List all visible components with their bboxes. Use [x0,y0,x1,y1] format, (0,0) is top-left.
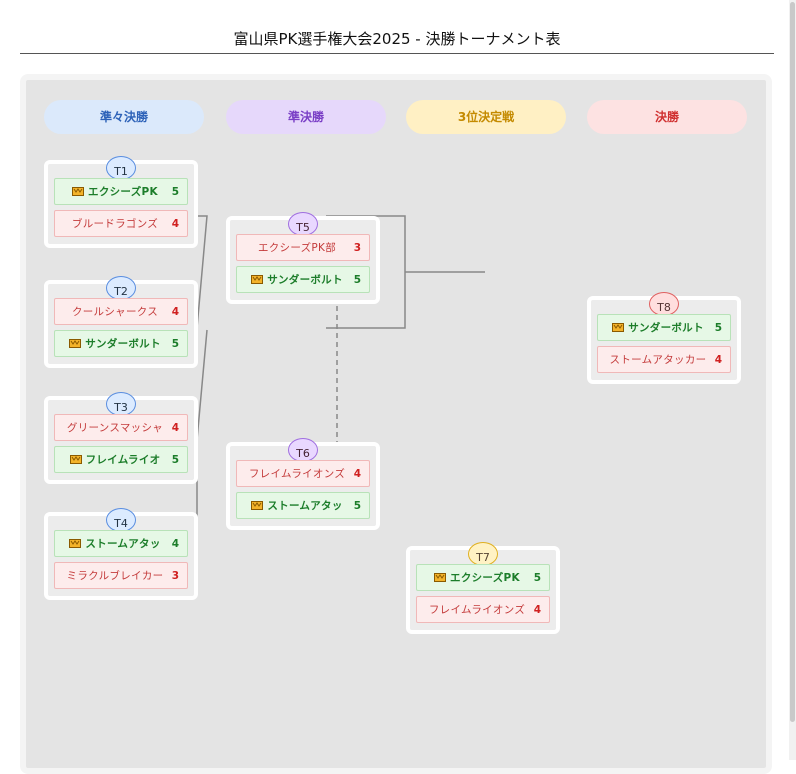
team-row-winner[interactable]: エクシーズPK 5 [416,564,550,591]
team-name: クールシャークス [71,306,159,318]
match-id-badge: T1 [106,156,136,180]
team-name: グリーンスマッシャ [66,422,164,434]
team-score: 4 [171,218,179,230]
match-id-badge: T6 [288,438,318,462]
match-card-t5[interactable]: T5 エクシーズPK部 3 サンダーボルト 5 [226,212,380,304]
match-id-badge: T3 [106,392,136,416]
match-id-badge: T4 [106,508,136,532]
team-name: フレイムライオ [85,454,161,466]
team-row-winner[interactable]: サンダーボルト 5 [236,266,370,293]
team-row-winner[interactable]: ストームアタッ 5 [236,492,370,519]
team-score: 5 [171,454,179,466]
crown-icon [251,501,264,510]
round-header-semifinal: 準決勝 [226,100,386,134]
team-score: 5 [533,572,541,584]
team-row-loser[interactable]: クールシャークス 4 [54,298,188,325]
team-score: 4 [533,604,541,616]
round-header-quarterfinal: 準々決勝 [44,100,204,134]
match-card-t6[interactable]: T6 フレイムライオンズ 4 ストームアタッ 5 [226,438,380,530]
team-score: 5 [171,186,179,198]
team-score: 5 [714,322,722,334]
title-divider [20,53,774,54]
team-score: 5 [171,338,179,350]
team-score: 4 [714,354,722,366]
match-card-t4[interactable]: T4 ストームアタッ 4 ミラクルブレイカー 3 [44,508,198,600]
match-id-badge: T2 [106,276,136,300]
match-card-t7[interactable]: T7 エクシーズPK 5 フレイムライオンズ 4 [406,542,560,634]
team-name: ストームアタッカー [609,354,707,366]
team-row-loser[interactable]: フレイムライオンズ 4 [416,596,550,623]
team-row-loser[interactable]: エクシーズPK部 3 [236,234,370,261]
team-row-loser[interactable]: ストームアタッカー 4 [597,346,731,373]
team-score: 5 [353,500,361,512]
team-row-winner[interactable]: ストームアタッ 4 [54,530,188,557]
team-name: ストームアタッ [267,500,343,512]
team-score: 4 [353,468,361,480]
team-score: 4 [171,306,179,318]
scrollbar-thumb[interactable] [790,2,795,722]
crown-icon [69,339,82,348]
crown-icon [612,323,625,332]
team-row-winner[interactable]: サンダーボルト 5 [597,314,731,341]
team-score: 4 [171,538,179,550]
team-name: エクシーズPK [450,572,520,584]
match-card-t1[interactable]: T1 エクシーズPK 5 ブルードラゴンズ 4 [44,156,198,248]
team-name: サンダーボルト [267,274,343,286]
round-header-third-place: 3位決定戦 [406,100,566,134]
team-name: エクシーズPK [88,186,158,198]
team-name: サンダーボルト [628,322,704,334]
team-row-loser[interactable]: フレイムライオンズ 4 [236,460,370,487]
team-score: 3 [353,242,361,254]
match-card-t3[interactable]: T3 グリーンスマッシャ 4 フレイムライオ 5 [44,392,198,484]
crown-icon [69,539,82,548]
page-title: 富山県PK選手権大会2025 - 決勝トーナメント表 [233,30,561,48]
team-name: ミラクルブレイカー [66,570,164,582]
crown-icon [434,573,447,582]
team-name: フレイムライオンズ [428,604,526,616]
team-name: ストームアタッ [85,538,161,550]
team-row-winner[interactable]: サンダーボルト 5 [54,330,188,357]
round-header-final: 決勝 [587,100,747,134]
crown-icon [69,455,82,464]
team-row-winner[interactable]: フレイムライオ 5 [54,446,188,473]
team-row-loser[interactable]: ブルードラゴンズ 4 [54,210,188,237]
match-id-badge: T5 [288,212,318,236]
team-score: 5 [353,274,361,286]
team-score: 3 [171,570,179,582]
team-name: ブルードラゴンズ [71,218,159,230]
team-name: サンダーボルト [85,338,161,350]
match-id-badge: T8 [649,292,679,316]
match-card-t8[interactable]: T8 サンダーボルト 5 ストームアタッカー 4 [587,292,741,384]
team-name: エクシーズPK部 [257,242,337,254]
team-row-loser[interactable]: ミラクルブレイカー 3 [54,562,188,589]
crown-icon [72,187,85,196]
team-score: 4 [171,422,179,434]
match-card-t2[interactable]: T2 クールシャークス 4 サンダーボルト 5 [44,276,198,368]
crown-icon [251,275,264,284]
match-id-badge: T7 [468,542,498,566]
team-row-winner[interactable]: エクシーズPK 5 [54,178,188,205]
team-row-loser[interactable]: グリーンスマッシャ 4 [54,414,188,441]
team-name: フレイムライオンズ [248,468,346,480]
